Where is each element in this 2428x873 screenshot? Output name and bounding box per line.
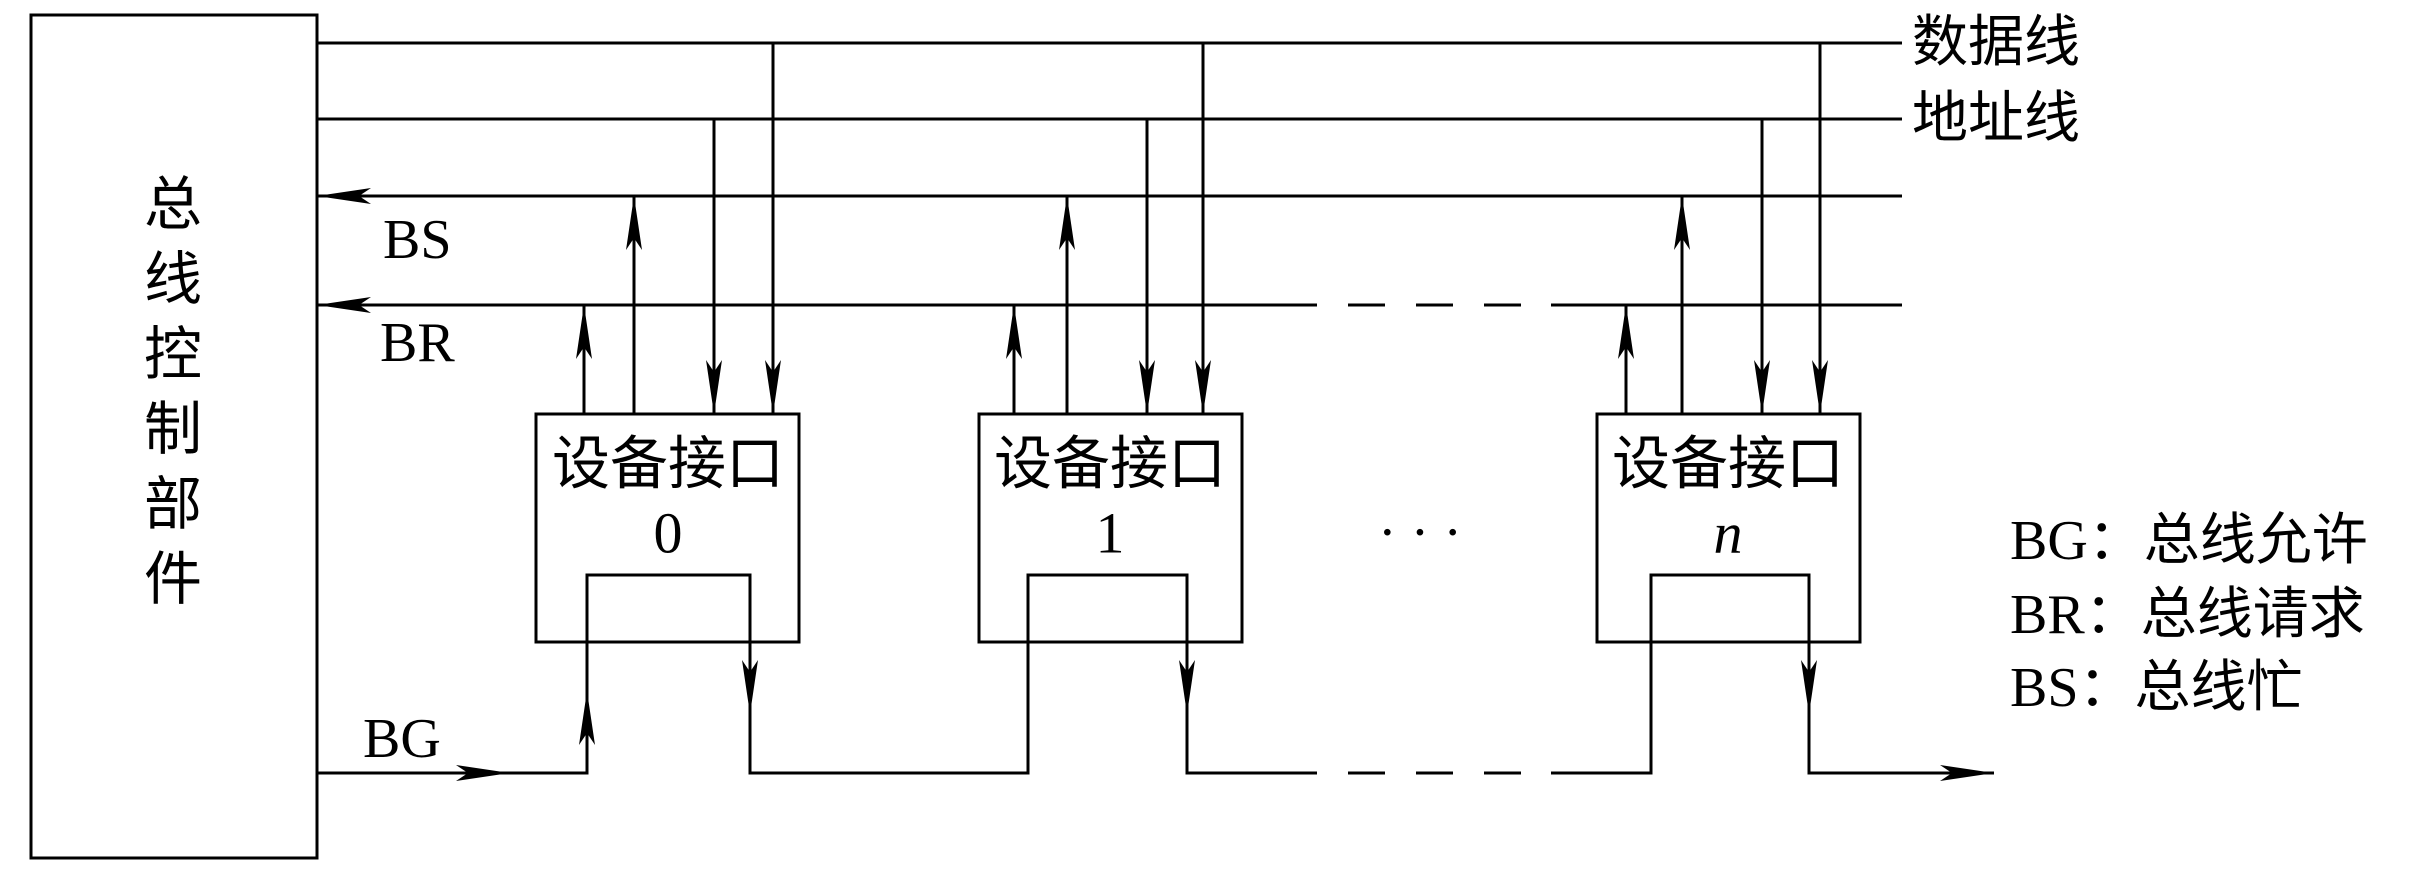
device-n: 设备接口 n <box>1595 43 1862 714</box>
device-n-bg-out-arrow <box>1801 660 1817 714</box>
legend-item-bs: BS：总线忙 <box>2010 657 2303 719</box>
legend-item-br: BR：总线请求 <box>2010 584 2365 646</box>
device-0-bg-out-arrow <box>742 660 758 714</box>
bs-arrow <box>317 188 371 204</box>
address-bus-label: 地址线 <box>1912 88 2080 150</box>
device-0-name: 设备接口 <box>552 432 784 497</box>
bs-label: BS <box>383 209 452 271</box>
device-n-index: n <box>1714 501 1743 566</box>
device-n-bs-arrow <box>1674 196 1690 250</box>
device-1-bg-out-arrow <box>1179 660 1195 714</box>
device-0-br-arrow <box>576 305 592 359</box>
br-label: BR <box>380 312 455 374</box>
bg-input-arrow <box>456 765 510 781</box>
device-n-br-arrow <box>1618 305 1634 359</box>
controller-box <box>29 13 319 860</box>
device-0-data-arrow <box>765 360 781 414</box>
device-0-bs-arrow <box>626 196 642 250</box>
bg-output-arrow <box>1940 765 1994 781</box>
device-1-name: 设备接口 <box>994 432 1226 497</box>
controller-label: 总线控制部件 <box>135 173 200 623</box>
device-1-bs-arrow <box>1059 196 1075 250</box>
device-n-data-arrow <box>1812 360 1828 414</box>
bg-label: BG <box>363 708 441 770</box>
device-1-br-arrow <box>1006 305 1022 359</box>
legend: BG：总线允许 BR：总线请求 BS：总线忙 <box>2010 510 2368 719</box>
device-1-data-arrow <box>1195 360 1211 414</box>
device-ellipsis: ··· <box>1378 502 1476 564</box>
device-n-name: 设备接口 <box>1612 432 1844 497</box>
legend-item-bg: BG：总线允许 <box>2010 510 2368 572</box>
device-0-bg-in-arrow <box>579 691 595 745</box>
device-1: 设备接口 1 <box>977 43 1244 714</box>
device-1-address-arrow <box>1139 360 1155 414</box>
device-0: 设备接口 0 <box>534 43 801 745</box>
device-0-box <box>534 412 801 644</box>
bg-chain-line <box>317 573 1317 775</box>
device-0-index: 0 <box>654 501 683 566</box>
br-arrow <box>317 297 371 313</box>
device-0-address-arrow <box>706 360 722 414</box>
device-1-index: 1 <box>1096 501 1125 566</box>
data-bus-label: 数据线 <box>1912 12 2080 74</box>
device-1-box <box>977 412 1244 644</box>
bg-chain-line <box>1551 573 1994 775</box>
device-n-address-arrow <box>1754 360 1770 414</box>
device-n-box <box>1595 412 1862 644</box>
